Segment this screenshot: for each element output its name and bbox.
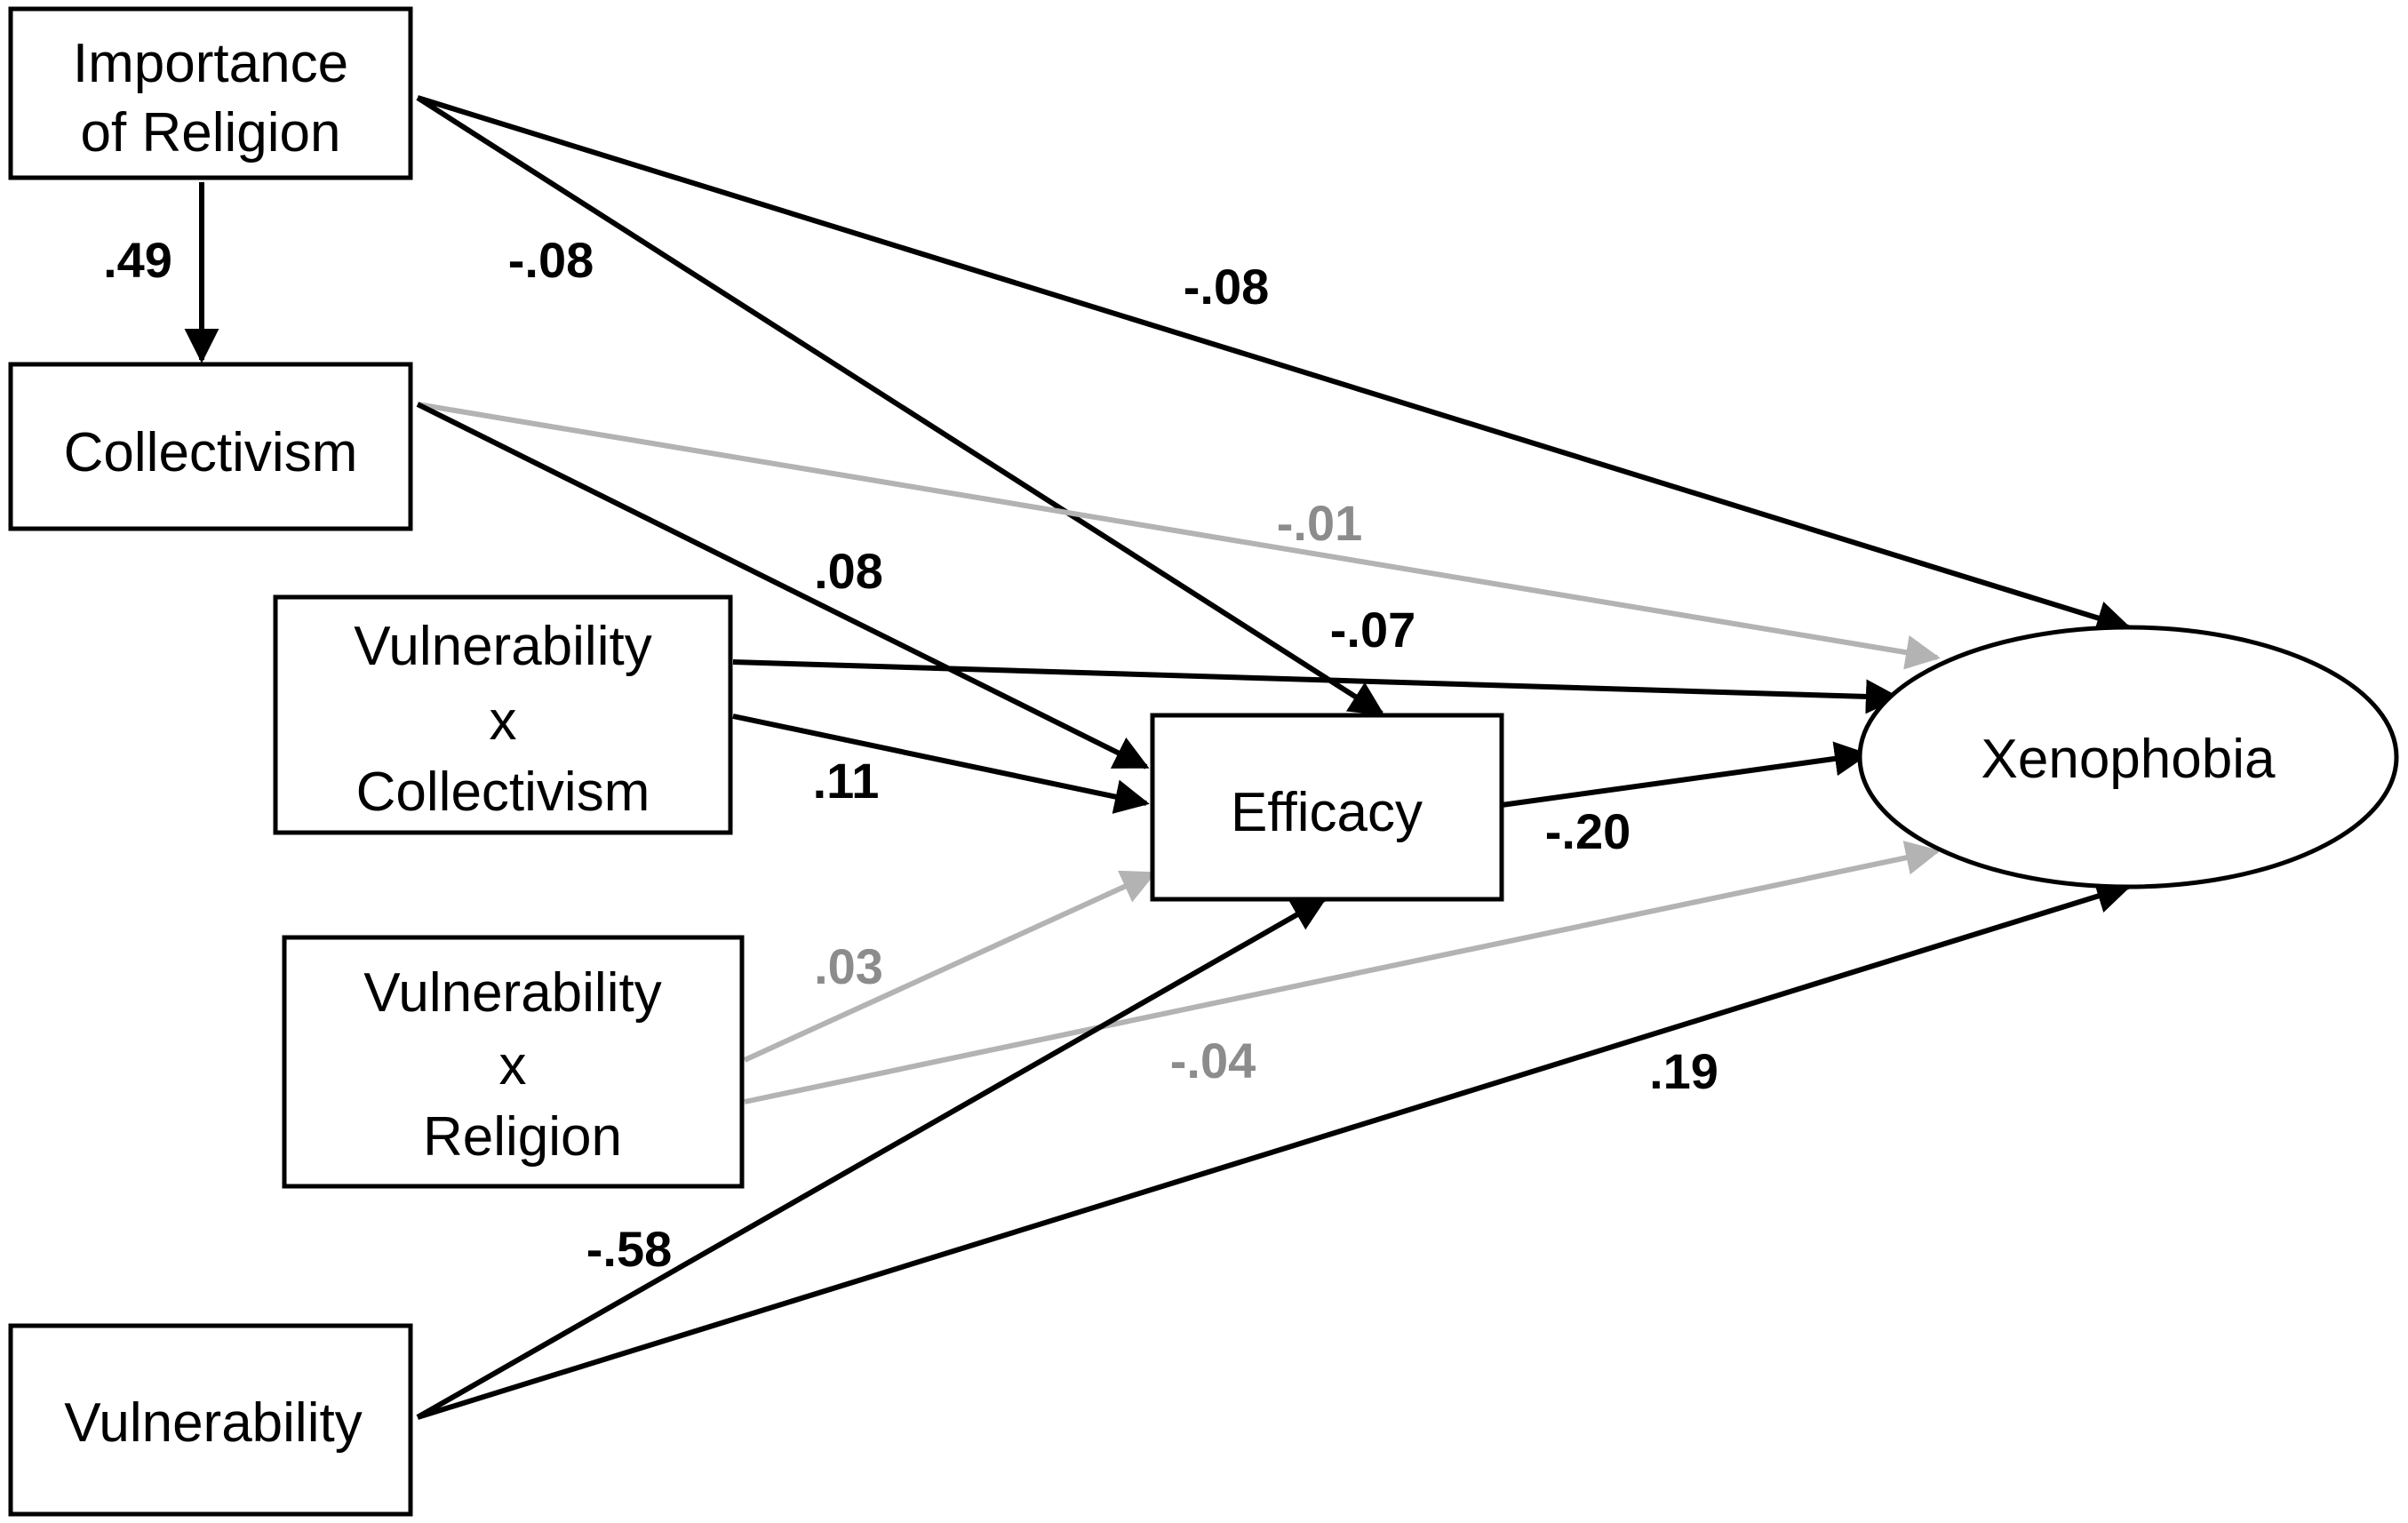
- path-vulnerability-efficacy: [416, 897, 1328, 1420]
- coef-collectivism-xenophobia: -.01: [1277, 495, 1363, 551]
- paths: [184, 95, 2132, 1420]
- node-label: Vulnerability: [354, 616, 651, 677]
- coef-collectivism-efficacy: .08: [814, 543, 883, 599]
- path-efficacy-xenophobia: [1501, 741, 1870, 808]
- node-label: x: [499, 1035, 527, 1096]
- path-vxc-efficacy: [732, 714, 1150, 814]
- path-vxc-xenophobia: [732, 659, 1901, 714]
- node-label: Vulnerability: [64, 1392, 362, 1454]
- coef-vulnerability-xenophobia: .19: [1649, 1043, 1718, 1099]
- path-collectivism-efficacy: [416, 402, 1150, 769]
- node-vulnerability-x-collectivism: Vulnerability x Collectivism: [273, 594, 733, 835]
- coef-religion-collectivism: .49: [103, 232, 172, 288]
- node-collectivism: Collectivism: [8, 362, 413, 531]
- coef-vxc-xenophobia: -.07: [1330, 602, 1416, 658]
- node-importance-of-religion: Importance of Religion: [8, 6, 413, 180]
- node-vulnerability-x-religion: Vulnerability x Religion: [282, 935, 745, 1189]
- node-efficacy: Efficacy: [1150, 713, 1504, 902]
- node-xenophobia: Xenophobia: [1857, 625, 2399, 889]
- path-religion-xenophobia: [417, 95, 2132, 635]
- path-vulnerability-xenophobia: [417, 879, 2132, 1420]
- node-label: Efficacy: [1231, 782, 1423, 843]
- node-label: Collectivism: [356, 762, 650, 823]
- node-vulnerability: Vulnerability: [8, 1323, 413, 1517]
- coefficients: .49 -.08 -.08 -.01 .08 -.07 .11 -.20 .03…: [103, 232, 1718, 1277]
- node-label: Xenophobia: [1981, 729, 2276, 790]
- node-label: Importance: [73, 33, 348, 94]
- coef-vulnerability-efficacy: -.58: [586, 1221, 673, 1277]
- coef-vxc-efficacy: .11: [813, 753, 880, 809]
- node-label: x: [490, 690, 517, 752]
- coef-religion-efficacy: -.08: [508, 232, 594, 288]
- coef-vxr-xenophobia: -.04: [1170, 1033, 1256, 1088]
- node-label: Religion: [423, 1106, 622, 1168]
- path-vxr-efficacy: [743, 870, 1157, 1063]
- coef-religion-xenophobia: -.08: [1184, 259, 1270, 315]
- path-vxr-xenophobia: [744, 841, 1941, 1104]
- path-religion-efficacy: [416, 95, 1385, 716]
- node-label: of Religion: [81, 102, 341, 163]
- node-label: Collectivism: [64, 422, 358, 483]
- path-collectivism-xenophobia: [417, 402, 1941, 670]
- node-label: Vulnerability: [363, 962, 661, 1024]
- coef-efficacy-xenophobia: -.20: [1545, 803, 1631, 859]
- coef-vxr-efficacy: .03: [814, 938, 883, 994]
